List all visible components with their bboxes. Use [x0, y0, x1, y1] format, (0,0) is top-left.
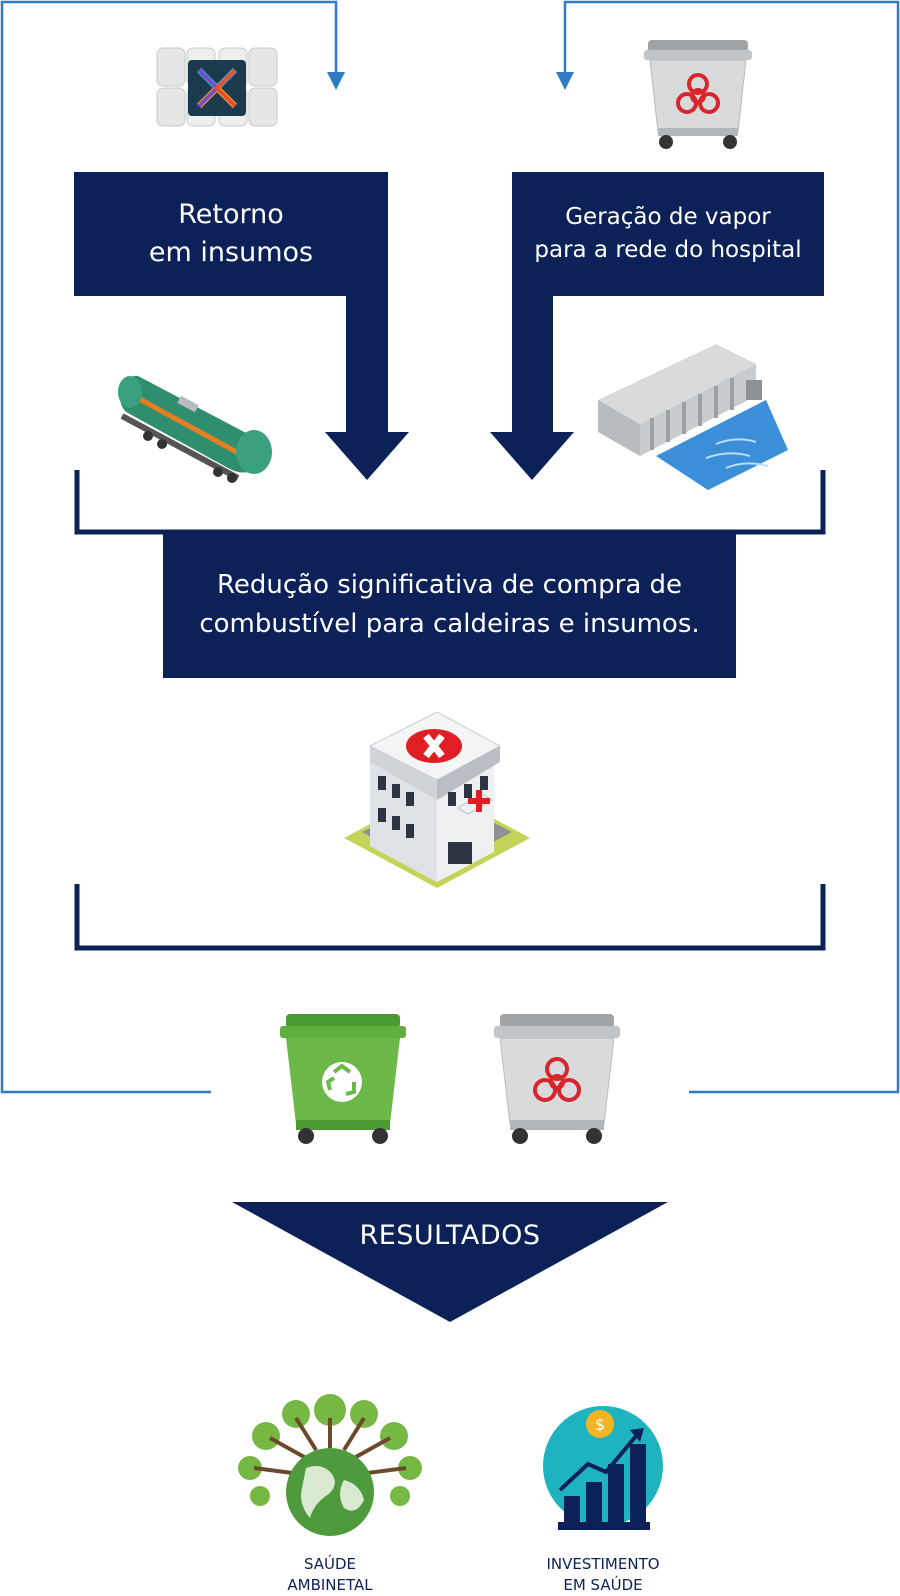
- left-box: Retorno em insumos: [74, 172, 388, 296]
- right-loop-line: [563, 0, 900, 1094]
- center-box-line2: combustível para caldeiras e insumos.: [199, 609, 700, 639]
- result-health-line1: SAÚDE: [303, 1555, 357, 1573]
- supplies-rolls-icon: [156, 47, 278, 127]
- left-loop-arrowhead: [327, 72, 345, 90]
- recycle-bin-icon: [280, 1014, 406, 1144]
- center-box-line1: Redução significativa de compra de: [216, 570, 683, 600]
- biohazard-bin-icon-bottom: [494, 1014, 620, 1144]
- hospital-building-icon: [344, 712, 530, 888]
- lower-bracket: [74, 884, 826, 951]
- left-box-line1: Retorno: [178, 199, 284, 230]
- svg-text:$: $: [595, 1415, 605, 1434]
- investment-chart-icon: $: [543, 1406, 663, 1530]
- left-flow-arrow: [74, 172, 409, 480]
- result-investment-line2: EM SAÚDE: [563, 1576, 643, 1594]
- center-box: Redução significativa de compra de combu…: [163, 532, 736, 678]
- right-flow-arrow: [490, 172, 824, 480]
- steam-plant-icon: [598, 344, 788, 490]
- left-loop-line: [0, 0, 338, 1094]
- results-label: RESULTADOS: [359, 1220, 541, 1251]
- tank-wagon-icon: [118, 375, 272, 483]
- right-loop-arrowhead: [556, 72, 574, 90]
- right-box: Geração de vapor para a rede do hospital: [512, 172, 824, 296]
- right-box-line1: Geração de vapor: [565, 204, 771, 230]
- right-box-line2: para a rede do hospital: [534, 237, 802, 263]
- biohazard-bin-icon-top: [644, 40, 752, 149]
- result-caption-health: SAÚDE AMBINETAL: [240, 1554, 420, 1596]
- result-investment-line1: INVESTIMENTO: [546, 1555, 660, 1573]
- result-caption-investment: INVESTIMENTO EM SAÚDE: [513, 1554, 693, 1596]
- result-health-line2: AMBINETAL: [287, 1576, 373, 1594]
- earth-tree-icon: [238, 1394, 422, 1536]
- results-chevron: [232, 1202, 668, 1322]
- left-box-line2: em insumos: [148, 237, 314, 268]
